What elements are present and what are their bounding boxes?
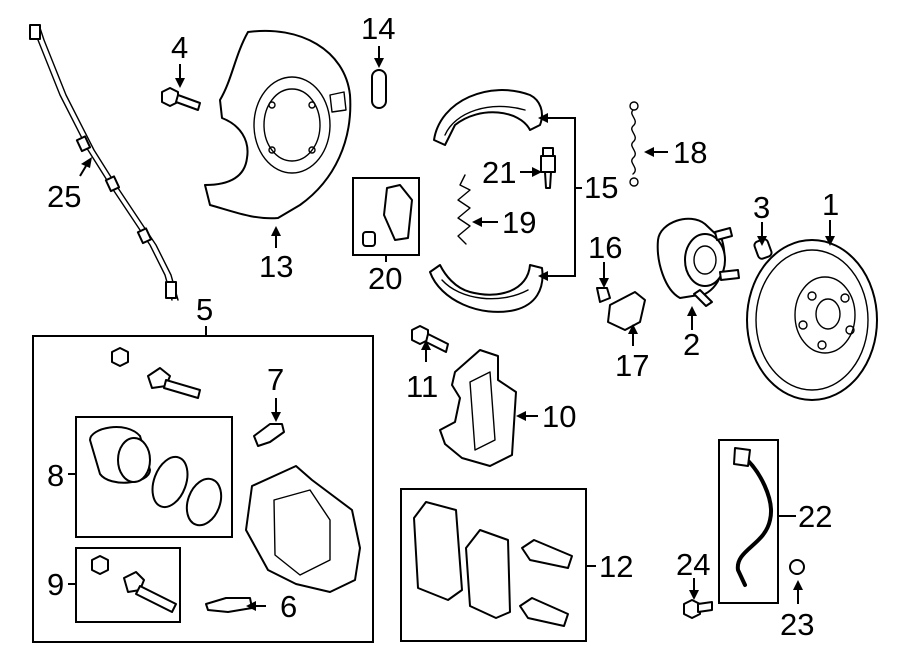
- callout-4: 4: [171, 30, 188, 65]
- brake-shoe-upper: [433, 89, 543, 146]
- bleeder-screw-7: [253, 423, 285, 447]
- callout-21: 21: [482, 155, 516, 190]
- guide-bolt-lower: [91, 555, 177, 613]
- callout-18: 18: [673, 135, 707, 170]
- piston-kit-box: [75, 416, 233, 538]
- callout-17: 17: [615, 348, 649, 383]
- piston-boot: [185, 477, 223, 527]
- callout-22: 22: [798, 499, 832, 534]
- caliper-piston: [89, 426, 151, 484]
- brake-pad-outer: [413, 501, 463, 601]
- pad-clip-upper: [521, 539, 573, 569]
- brake-pad-inner: [465, 529, 511, 619]
- callout-25: 25: [47, 179, 81, 214]
- callout-7: 7: [267, 362, 284, 397]
- guide-bolt-upper: [111, 347, 201, 399]
- callout-1: 1: [822, 187, 839, 222]
- bracket-17: [607, 291, 646, 331]
- abs-sensor-wire: [29, 24, 179, 301]
- brake-hose: [733, 447, 773, 587]
- shoe-spring-19: [457, 174, 471, 245]
- hub-bearing: [656, 217, 740, 307]
- callout-2: 2: [683, 327, 700, 362]
- hose-bolt: [683, 599, 713, 619]
- callout-3: 3: [753, 190, 770, 225]
- washer: [789, 559, 805, 575]
- adjuster-hardware: [362, 184, 413, 247]
- brake-hose-box: [718, 439, 779, 604]
- callout-14: 14: [361, 11, 395, 46]
- piston-seal: [151, 455, 189, 509]
- bracket-bolt: [411, 325, 449, 353]
- bolt-16: [596, 287, 611, 303]
- callout-8: 8: [47, 458, 64, 493]
- brake-shoe-lower: [429, 264, 544, 313]
- bleeder-screw-6: [205, 597, 253, 613]
- callout-13: 13: [259, 249, 293, 284]
- leader-lines: [68, 46, 835, 611]
- adjuster-pin: [540, 147, 556, 189]
- brake-rotor: [746, 239, 878, 401]
- hardware-kit-box: [352, 177, 420, 256]
- callout-9: 9: [47, 567, 64, 602]
- callout-5: 5: [196, 292, 213, 327]
- callout-12: 12: [599, 549, 633, 584]
- shield-bolt: [161, 87, 201, 111]
- retainer-clip: [371, 69, 387, 109]
- callout-10: 10: [542, 399, 576, 434]
- return-spring-18: [629, 101, 639, 187]
- dust-shield: [204, 29, 352, 220]
- callout-11: 11: [406, 369, 438, 404]
- callout-24: 24: [676, 547, 710, 582]
- callout-20: 20: [368, 261, 402, 296]
- pad-clip-lower: [519, 597, 569, 627]
- caliper-housing: [245, 465, 361, 593]
- callout-15: 15: [584, 170, 618, 205]
- caliper-bracket: [439, 349, 517, 467]
- callout-6: 6: [280, 589, 297, 624]
- callout-23: 23: [780, 607, 814, 642]
- callout-16: 16: [588, 230, 622, 265]
- callout-19: 19: [502, 205, 536, 240]
- caliper-assembly-box: [32, 335, 374, 643]
